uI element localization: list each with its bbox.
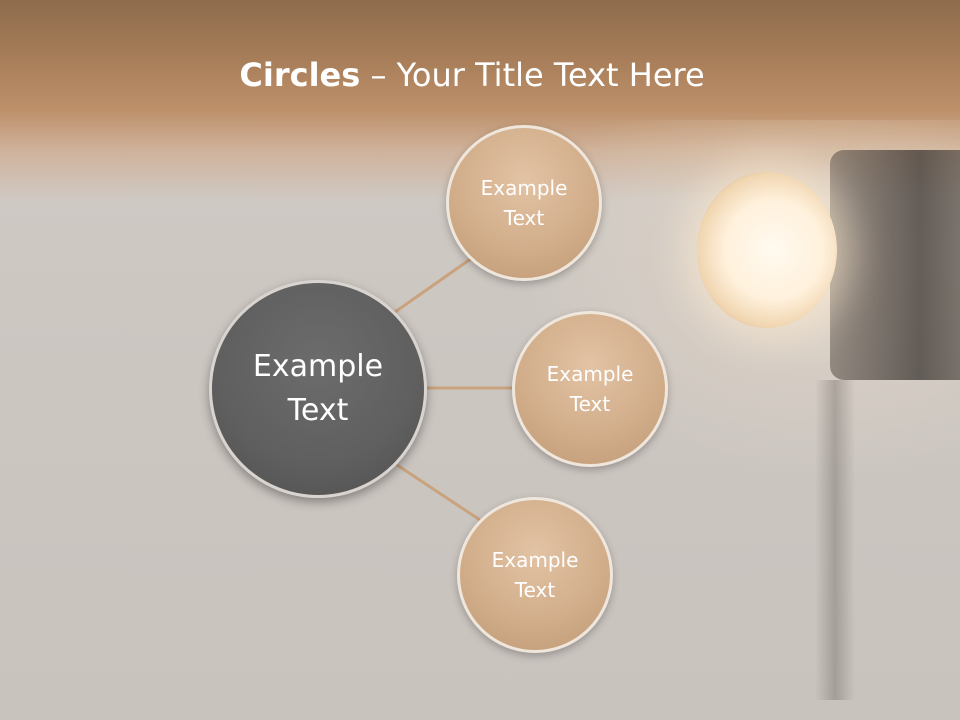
- node-circle-label: Example Text: [546, 362, 634, 416]
- connector-bottom: [396, 463, 481, 522]
- node-circle-label: Example Text: [491, 548, 579, 602]
- title-bold: Circles: [239, 56, 361, 94]
- node-circle-top[interactable]: Example Text: [446, 125, 602, 281]
- node-circle-middle[interactable]: Example Text: [512, 311, 668, 467]
- spotlight-housing: [830, 150, 960, 380]
- connector-top: [394, 256, 473, 314]
- spotlight-stand: [815, 380, 855, 700]
- center-circle-label: Example Text: [252, 349, 384, 428]
- spotlight-lens: [697, 172, 837, 328]
- title-rest: – Your Title Text Here: [360, 56, 705, 94]
- center-circle[interactable]: Example Text: [209, 280, 427, 498]
- slide-title[interactable]: Circles – Your Title Text Here: [0, 56, 944, 94]
- node-circle-label: Example Text: [480, 176, 568, 230]
- node-circle-bottom[interactable]: Example Text: [457, 497, 613, 653]
